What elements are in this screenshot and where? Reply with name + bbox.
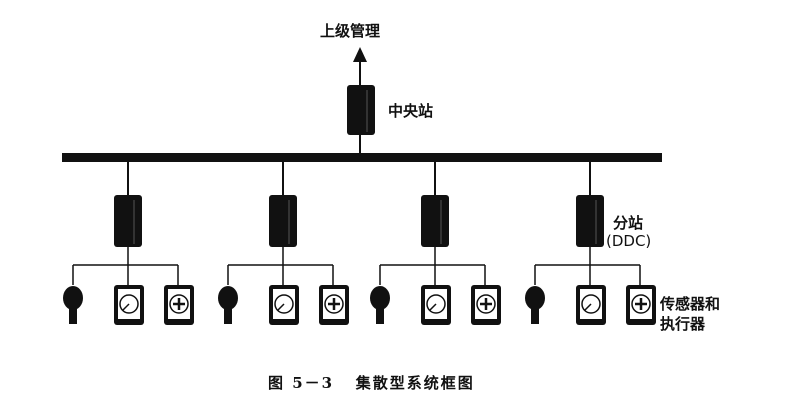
device-label-1: 传感器和 [660, 295, 721, 313]
fan-icon [471, 285, 501, 325]
bulb-icon [370, 286, 390, 324]
central-label: 中央站 [388, 102, 434, 120]
bulb-icon [63, 286, 83, 324]
substation-server-icon [269, 195, 297, 247]
substation-sub-label: (DDC) [606, 232, 652, 250]
fan-icon [319, 285, 349, 325]
caption-number: 图 5－3 [268, 374, 335, 392]
bulb-icon [218, 286, 238, 324]
up-arrow-icon [353, 47, 367, 62]
substation-4 [525, 162, 656, 325]
caption: 图 5－3 集散型系统框图 [268, 372, 475, 393]
caption-text: 集散型系统框图 [355, 374, 475, 392]
substation-label: 分站 [613, 214, 644, 232]
top-label: 上级管理 [320, 22, 381, 40]
fan-icon [164, 285, 194, 325]
substation-3 [370, 162, 501, 325]
bulb-icon [525, 286, 545, 324]
substation-server-icon [576, 195, 604, 247]
central-server-icon [347, 85, 375, 135]
fan-icon [626, 285, 656, 325]
substation-server-icon [114, 195, 142, 247]
substation-1 [63, 162, 194, 325]
substation-2 [218, 162, 349, 325]
device-label-2: 执行器 [660, 315, 706, 333]
meter-icon [576, 285, 606, 325]
meter-icon [421, 285, 451, 325]
substation-server-icon [421, 195, 449, 247]
meter-icon [269, 285, 299, 325]
bus-bar [62, 153, 662, 162]
meter-icon [114, 285, 144, 325]
